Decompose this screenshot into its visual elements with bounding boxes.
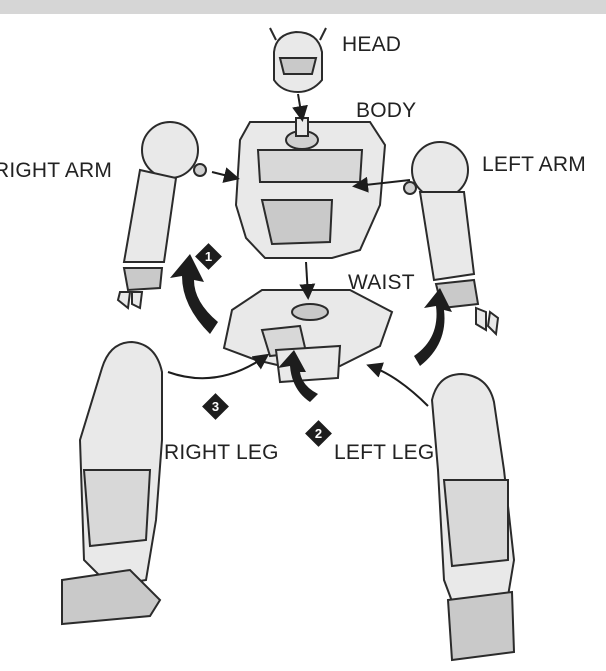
step-3-marker: 3 [202,393,229,420]
header-strip [0,0,606,14]
label-left-arm: LEFT ARM [482,154,586,175]
right-leg-part [62,342,162,624]
head-part [270,28,326,92]
step-1-marker: 1 [195,243,222,270]
step-3-number: 3 [206,397,225,416]
step-2-marker: 2 [305,420,332,447]
label-right-arm: RIGHT ARM [0,160,112,181]
label-waist: WAIST [348,272,415,293]
step-1-number: 1 [199,247,218,266]
label-left-leg: LEFT LEG [334,442,434,463]
label-right-leg: RIGHT LEG [164,442,279,463]
label-body: BODY [356,100,416,121]
body-part [236,118,385,258]
left-leg-part [432,374,514,660]
waist-part [224,290,392,382]
label-head: HEAD [342,34,401,55]
step-2-number: 2 [309,424,328,443]
